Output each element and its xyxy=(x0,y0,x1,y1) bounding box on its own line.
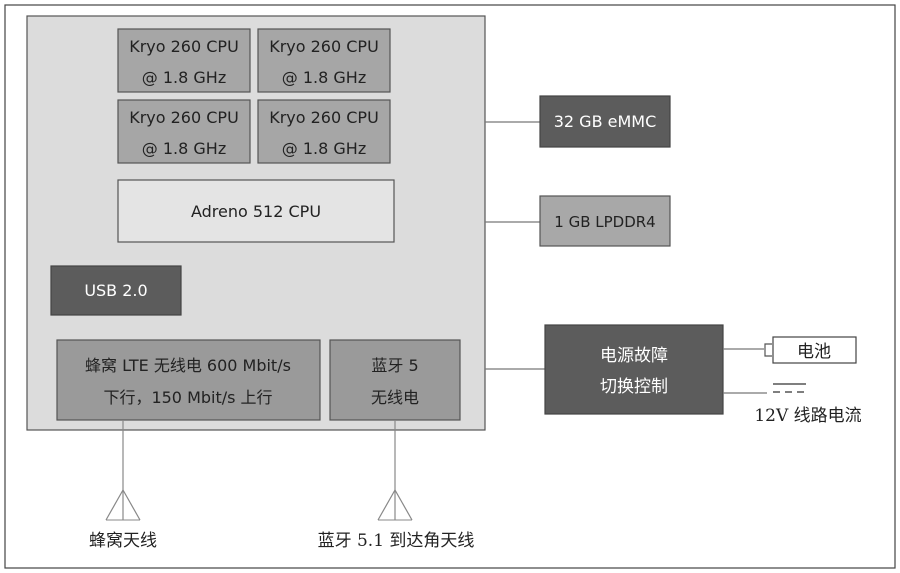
battery-label: 电池 xyxy=(797,342,831,362)
gpu-block: Adreno 512 CPU xyxy=(117,179,395,243)
cpu-core-clock: @ 1.8 GHz xyxy=(282,139,366,158)
storage-block: 32 GB eMMC xyxy=(539,95,671,148)
battery-block: 电池 xyxy=(772,336,857,364)
line-current-label: 12V 线路电流 xyxy=(754,406,861,426)
cpu-core-label: Kryo 260 CPU xyxy=(269,37,379,56)
bluetooth-radio-line2: 无线电 xyxy=(371,388,419,407)
cpu-core-label: Kryo 260 CPU xyxy=(269,108,379,127)
bluetooth-radio-line1: 蓝牙 5 xyxy=(371,356,418,375)
storage-label: 32 GB eMMC xyxy=(554,112,657,131)
bluetooth-radio-block: 蓝牙 5 无线电 xyxy=(329,339,461,421)
cpu-core-3: Kryo 260 CPU @ 1.8 GHz xyxy=(117,99,251,164)
lte-radio-line2: 下行，150 Mbit/s 上行 xyxy=(103,388,272,407)
cpu-core-label: Kryo 260 CPU xyxy=(129,37,239,56)
bluetooth-antenna-icon xyxy=(377,420,413,521)
usb-label: USB 2.0 xyxy=(84,281,147,300)
cpu-core-clock: @ 1.8 GHz xyxy=(282,68,366,87)
lte-radio-block: 蜂窝 LTE 无线电 600 Mbit/s 下行，150 Mbit/s 上行 xyxy=(56,339,321,421)
lte-radio-line1: 蜂窝 LTE 无线电 600 Mbit/s xyxy=(85,356,291,375)
cpu-core-clock: @ 1.8 GHz xyxy=(142,139,226,158)
power-failover-line2: 切换控制 xyxy=(600,377,668,397)
cpu-core-4: Kryo 260 CPU @ 1.8 GHz xyxy=(257,99,391,164)
cpu-core-2: Kryo 260 CPU @ 1.8 GHz xyxy=(257,28,391,93)
cpu-core-label: Kryo 260 CPU xyxy=(129,108,239,127)
gpu-label: Adreno 512 CPU xyxy=(191,202,321,221)
battery-plug-icon xyxy=(764,343,772,357)
cellular-antenna-label: 蜂窝天线 xyxy=(89,531,157,551)
bluetooth-antenna-label: 蓝牙 5.1 到达角天线 xyxy=(318,531,475,551)
usb-block: USB 2.0 xyxy=(50,265,182,316)
ram-label: 1 GB LPDDR4 xyxy=(554,213,655,231)
ram-block: 1 GB LPDDR4 xyxy=(539,195,671,247)
cellular-antenna-icon xyxy=(105,420,141,521)
power-failover-block: 电源故障 切换控制 xyxy=(544,324,724,415)
cpu-core-1: Kryo 260 CPU @ 1.8 GHz xyxy=(117,28,251,93)
power-failover-line1: 电源故障 xyxy=(600,346,668,366)
cpu-core-clock: @ 1.8 GHz xyxy=(142,68,226,87)
